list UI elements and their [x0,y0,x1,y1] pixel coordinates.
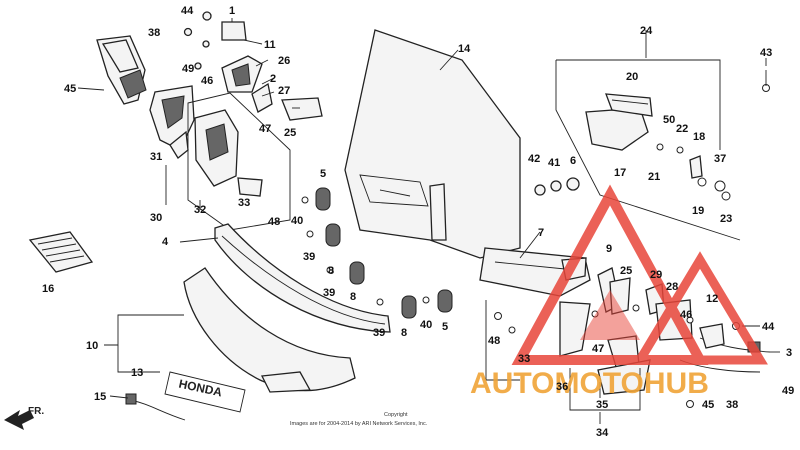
callout-40: 40 [291,215,303,227]
callout-25: 25 [284,127,296,139]
callout-43: 43 [760,47,772,59]
callout-38: 38 [148,27,160,39]
callout-46b: 46 [680,309,692,321]
mirror-assembly [96,35,147,105]
callout-39c: 39 [373,327,385,339]
callout-39: 39 [303,251,315,263]
callout-34: 34 [596,427,609,439]
callout-labels: 1 44 38 11 49 46 26 2 27 47 25 14 45 31 … [42,5,794,439]
callout-20: 20 [626,71,638,83]
callout-2: 2 [270,73,276,85]
callout-16: 16 [42,283,54,295]
callout-9: 9 [606,243,612,255]
callout-31: 31 [150,151,162,163]
emblem-text: HONDA [177,377,223,400]
callout-3: 3 [786,347,792,359]
callout-37: 37 [714,153,726,165]
callout-26: 26 [278,55,290,67]
harness-15 [125,393,186,421]
callout-4: 4 [162,236,169,248]
callout-45: 45 [64,83,76,95]
callout-6: 6 [570,155,576,167]
callout-8c: 8 [401,327,407,339]
bracket-assembly [183,11,323,121]
callout-28: 28 [666,281,678,293]
callout-18: 18 [693,131,705,143]
callout-13: 13 [131,367,143,379]
direction-label: FR. [28,406,44,417]
callout-5: 5 [320,168,326,180]
callout-36: 36 [556,381,568,393]
watermark-text: AUTOMOTOHUB [470,367,709,400]
callout-14: 14 [458,43,471,55]
callout-27: 27 [278,85,290,97]
nuts [534,177,580,196]
callout-47: 47 [259,123,271,135]
callout-23: 23 [720,213,732,225]
callout-32: 32 [194,204,206,216]
callout-15: 15 [94,391,106,403]
callout-29: 29 [650,269,662,281]
callout-7: 7 [538,227,544,239]
callout-17: 17 [614,167,626,179]
emblem: HONDA [164,371,246,413]
mirror-bracket [149,85,195,159]
callout-33b: 33 [518,353,530,365]
callout-35: 35 [596,399,608,411]
callout-5b: 5 [442,321,448,333]
callout-8b: 8 [350,291,356,303]
side-grille [28,231,94,273]
callout-49: 49 [182,63,194,75]
grommets [301,187,453,319]
callout-48: 48 [268,216,280,228]
callout-12: 12 [706,293,718,305]
copyright-title: Copyright [384,412,408,418]
callout-8: 8 [328,265,334,277]
callout-1: 1 [229,5,235,17]
callout-42: 42 [528,153,540,165]
callout-33: 33 [238,197,250,209]
callout-30: 30 [150,212,162,224]
callout-44: 44 [181,5,194,17]
callout-10: 10 [86,340,98,352]
callout-25b: 25 [620,265,632,277]
callout-46: 46 [201,75,213,87]
callout-24: 24 [640,25,653,37]
callout-38b: 38 [726,399,738,411]
lower-cowl [183,267,356,393]
inner-cover [187,92,291,231]
callout-48b: 48 [488,335,500,347]
callout-40b: 40 [420,319,432,331]
callout-22: 22 [676,123,688,135]
callout-49b: 49 [782,385,794,397]
air-vent-assembly [555,59,741,241]
callout-41: 41 [548,157,560,169]
copyright-line: Images are for 2004-2014 by ARI Network … [290,421,428,427]
callout-47b: 47 [592,343,604,355]
callout-50: 50 [663,114,675,126]
front-direction-arrow: FR. [4,406,44,430]
callout-21: 21 [648,171,660,183]
callout-19: 19 [692,205,704,217]
watermark-logo [511,184,768,365]
windscreen [344,29,521,259]
callout-44b: 44 [762,321,775,333]
callout-39b: 39 [323,287,335,299]
callout-45b: 45 [702,399,714,411]
lower-strip [214,223,391,333]
leader-lines [77,18,780,424]
callout-11: 11 [264,39,276,51]
